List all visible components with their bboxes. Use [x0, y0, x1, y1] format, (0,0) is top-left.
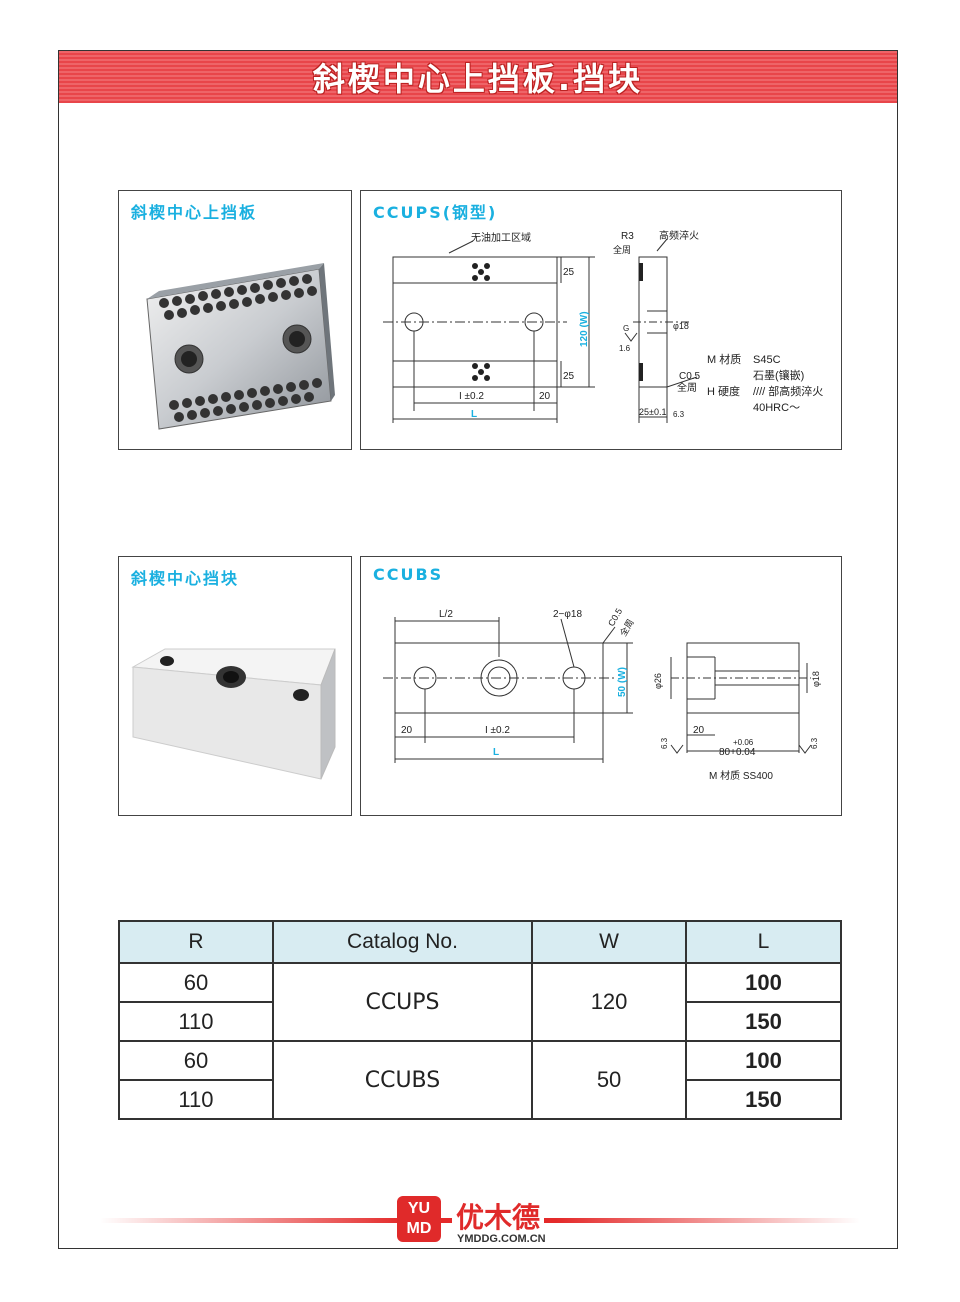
- photo-title-block: 斜楔中心挡块: [131, 569, 240, 588]
- label-full1: 全周: [613, 244, 631, 255]
- label-dim20a: 20: [401, 725, 413, 736]
- photo-panel-plate: 斜楔中心上挡板: [118, 190, 352, 450]
- label-r3: R3: [621, 231, 634, 242]
- photo-title-plate: 斜楔中心上挡板: [131, 203, 258, 222]
- cell-l: 150: [685, 1079, 842, 1120]
- label-c05: C0.5: [679, 371, 701, 382]
- label-dim-i: I ±0.2: [459, 391, 484, 402]
- cell-r: 60: [118, 962, 274, 1003]
- label-dim-i: I ±0.2: [485, 725, 510, 736]
- label-phi18: φ18: [673, 321, 689, 331]
- label-tol-main: 80+0.04: [719, 747, 756, 758]
- label-hf: 高频淬火: [659, 229, 699, 242]
- label-dim-w: 120 (W): [579, 311, 590, 347]
- label-dim25b: 25: [563, 371, 575, 382]
- label-h-val2: 40HRC～: [753, 402, 800, 414]
- badge-top-text: YU: [407, 1200, 431, 1217]
- col-header-r: R: [118, 920, 274, 964]
- cell-w: 50: [531, 1040, 688, 1120]
- label-r63b: 6.3: [810, 737, 819, 749]
- photo-panel-block: 斜楔中心挡块: [118, 556, 352, 816]
- cell-r: 110: [118, 1001, 274, 1042]
- cell-l: 100: [685, 1040, 842, 1081]
- col-header-w: W: [531, 920, 688, 964]
- cell-catalog: CCUBS: [271, 1040, 534, 1120]
- label-no-oil: 无油加工区域: [471, 231, 531, 244]
- label-g16: 1.6: [619, 344, 631, 353]
- drawing-title-ccups: CCUPS(钢型): [373, 203, 498, 222]
- label-phi18: φ18: [811, 671, 821, 687]
- label-m-val2: 石墨(镶嵌): [753, 368, 804, 382]
- label-dim-l: L: [493, 747, 499, 758]
- label-l2: L/2: [439, 609, 453, 620]
- ccups-drawing: 无油加工区域 25 25 I ±0.2 20 R3 全周 高频淬火 φ18 G …: [383, 229, 823, 423]
- label-dim20: 20: [539, 391, 551, 402]
- label-dim25a: 25: [563, 267, 575, 278]
- drawing-panel-ccups: CCUPS(钢型): [360, 190, 842, 450]
- label-m-val1: S45C: [753, 354, 781, 366]
- cell-l: 150: [685, 1001, 842, 1042]
- label-d25: 25±0.1: [639, 407, 666, 417]
- label-full2: 全周: [677, 381, 697, 394]
- table-row: 110 150: [118, 1079, 842, 1120]
- label-phi26: φ26: [653, 673, 663, 689]
- label-material: M 材质 SS400: [709, 769, 773, 782]
- table-row: 60 CCUBS 50 100: [118, 1040, 842, 1120]
- cell-catalog: CCUPS: [271, 962, 534, 1042]
- brand-url: YMDDG.COM.CN: [455, 1233, 548, 1245]
- cell-w: 120: [531, 962, 688, 1042]
- spec-table: R Catalog No. W L 60 CCUPS 120 100 110 1…: [118, 920, 842, 1120]
- cell-l: 100: [685, 962, 842, 1003]
- label-holes: 2−φ18: [553, 609, 582, 620]
- table-header-row: R Catalog No. W L: [118, 920, 842, 964]
- label-r63: 6.3: [673, 410, 685, 419]
- col-header-l: L: [685, 920, 842, 964]
- title-banner: 斜楔中心上挡板.挡块: [59, 51, 897, 103]
- drawing-panel-ccubs: CCUBS: [360, 556, 842, 816]
- drawing-title-ccubs: CCUBS: [373, 565, 444, 584]
- label-g: G: [623, 324, 629, 333]
- label-dim20b: 20: [693, 725, 705, 736]
- label-c05: C0.5: [606, 607, 624, 628]
- label-m: M 材质: [707, 352, 741, 366]
- label-dim-w: 50 (W): [617, 667, 628, 697]
- label-tol-up: +0.06: [733, 738, 754, 747]
- brand-name: 优木德: [452, 1196, 545, 1236]
- ccubs-drawing: L/2 2−φ18 C0.5 全周 20 I ±0.2 φ26 φ18 20 +…: [383, 607, 821, 782]
- cell-r: 60: [118, 1040, 274, 1081]
- table-row: 110 150: [118, 1001, 842, 1042]
- col-header-catalog: Catalog No.: [271, 920, 534, 964]
- label-dim-l: L: [471, 409, 477, 420]
- label-r63a: 6.3: [660, 737, 669, 749]
- table-row: 60 CCUPS 120 100: [118, 962, 842, 1042]
- badge-bottom-text: MD: [406, 1220, 432, 1237]
- plate-illustration: [146, 263, 335, 430]
- label-full: 全周: [617, 617, 636, 638]
- block-illustration: [131, 648, 336, 780]
- label-h: H 硬度: [707, 384, 740, 398]
- cell-r: 110: [118, 1079, 274, 1120]
- label-h-val1: //// 部高频淬火: [753, 384, 823, 398]
- brand-logo-badge: YU MD: [397, 1196, 441, 1242]
- page-title: 斜楔中心上挡板.挡块: [312, 60, 644, 98]
